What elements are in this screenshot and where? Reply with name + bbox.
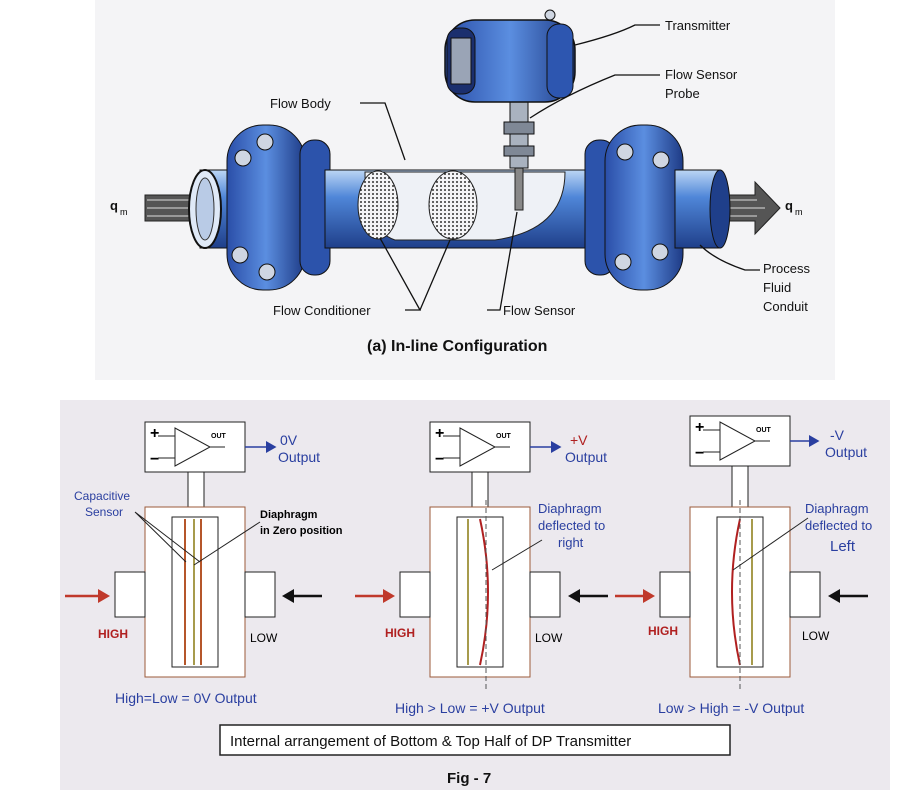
right-flange <box>584 124 684 291</box>
high-label: HIGH <box>385 626 415 640</box>
flow-body-label: Flow Body <box>270 96 331 111</box>
qm-in-label: q <box>110 198 118 213</box>
qm-in-subscript: m <box>120 207 128 217</box>
process-label-line3: Conduit <box>763 299 808 314</box>
output-value: -V <box>830 427 845 443</box>
caption-box <box>219 724 731 756</box>
high-label: HIGH <box>648 624 678 638</box>
transmitter-label: Transmitter <box>665 18 731 33</box>
zero-output-result: High=Low = 0V Output <box>115 690 257 706</box>
diaphragm-right-label-line1: Diaphragm <box>538 501 602 516</box>
inline-configuration-caption: (a) In-line Configuration <box>367 338 547 355</box>
amp-out-label: OUT <box>211 433 227 440</box>
diaphragm-left-label-line3: Left <box>830 538 856 555</box>
process-label-line1: Process <box>763 261 810 276</box>
amplifier-triangle-icon <box>459 427 497 467</box>
panel-negative-output: + − OUT -V Output HIGH LOW Diaphragm def… <box>615 415 872 716</box>
flow-conditioner-label: Flow Conditioner <box>273 303 371 318</box>
sensor-probe-stem <box>503 99 535 169</box>
capacitive-sensor-label-line2: Sensor <box>85 505 123 519</box>
amplifier-triangle-icon <box>719 421 757 461</box>
amplifier-triangle-icon <box>174 427 212 467</box>
output-value: 0V <box>280 432 298 448</box>
amp-minus-sign: − <box>435 451 444 468</box>
diaphragm-zero-label-line1: Diaphragm <box>260 509 318 521</box>
output-value: +V <box>570 432 588 448</box>
amp-plus-sign: + <box>695 419 704 436</box>
qm-out-label: q <box>785 198 793 213</box>
amp-minus-sign: − <box>150 451 159 468</box>
amp-plus-sign: + <box>150 425 159 442</box>
dp-transmitter-diagram: + − OUT 0V Output HIGH LOW Capacitive Se… <box>60 400 890 790</box>
process-label-line2: Fluid <box>763 280 791 295</box>
dp-transmitter-caption: Internal arrangement of Bottom & Top Hal… <box>230 733 631 750</box>
inline-flow-meter-diagram: Transmitter Flow Sensor Probe Flow Body … <box>95 0 835 380</box>
flow-sensor-probe-label-line2: Probe <box>665 86 700 101</box>
left-flange <box>226 124 331 291</box>
output-word: Output <box>825 444 867 460</box>
panel-zero-output: + − OUT 0V Output HIGH LOW Capacitive Se… <box>65 421 343 706</box>
transmitter-head <box>444 9 576 103</box>
amp-plus-sign: + <box>435 425 444 442</box>
low-label: LOW <box>535 631 563 645</box>
capacitive-sensor-label-line1: Capacitive <box>74 489 130 503</box>
low-label: LOW <box>802 629 830 643</box>
diaphragm-zero-label-line2: in Zero position <box>260 525 343 537</box>
positive-output-result: High > Low = +V Output <box>395 700 545 716</box>
diaphragm-left-label-line2: deflected to <box>805 518 872 533</box>
leader-lines <box>360 24 760 311</box>
high-label: HIGH <box>98 627 128 641</box>
amp-minus-sign: − <box>695 445 704 462</box>
flow-body-tube <box>324 167 596 249</box>
qm-out-subscript: m <box>795 207 803 217</box>
amp-out-label: OUT <box>496 433 512 440</box>
diaphragm-right-label-line2: deflected to <box>538 518 605 533</box>
flow-sensor-probe-label-line1: Flow Sensor <box>665 67 738 82</box>
right-pipe <box>674 169 731 249</box>
diaphragm-right-label-line3: right <box>558 535 584 550</box>
flow-sensor-label: Flow Sensor <box>503 303 576 318</box>
panel-positive-output: + − OUT +V Output HIGH LOW Diaphragm def… <box>355 421 608 716</box>
diaphragm-left-label-line1: Diaphragm <box>805 501 869 516</box>
low-label: LOW <box>250 631 278 645</box>
inline-flow-meter-svg: Transmitter Flow Sensor Probe Flow Body … <box>110 9 810 355</box>
output-word: Output <box>565 449 607 465</box>
output-word: Output <box>278 449 320 465</box>
figure-label: Fig - 7 <box>447 770 491 787</box>
amp-out-label: OUT <box>756 427 772 434</box>
negative-output-result: Low > High = -V Output <box>658 700 804 716</box>
dp-transmitter-svg: + − OUT 0V Output HIGH LOW Capacitive Se… <box>65 415 872 787</box>
